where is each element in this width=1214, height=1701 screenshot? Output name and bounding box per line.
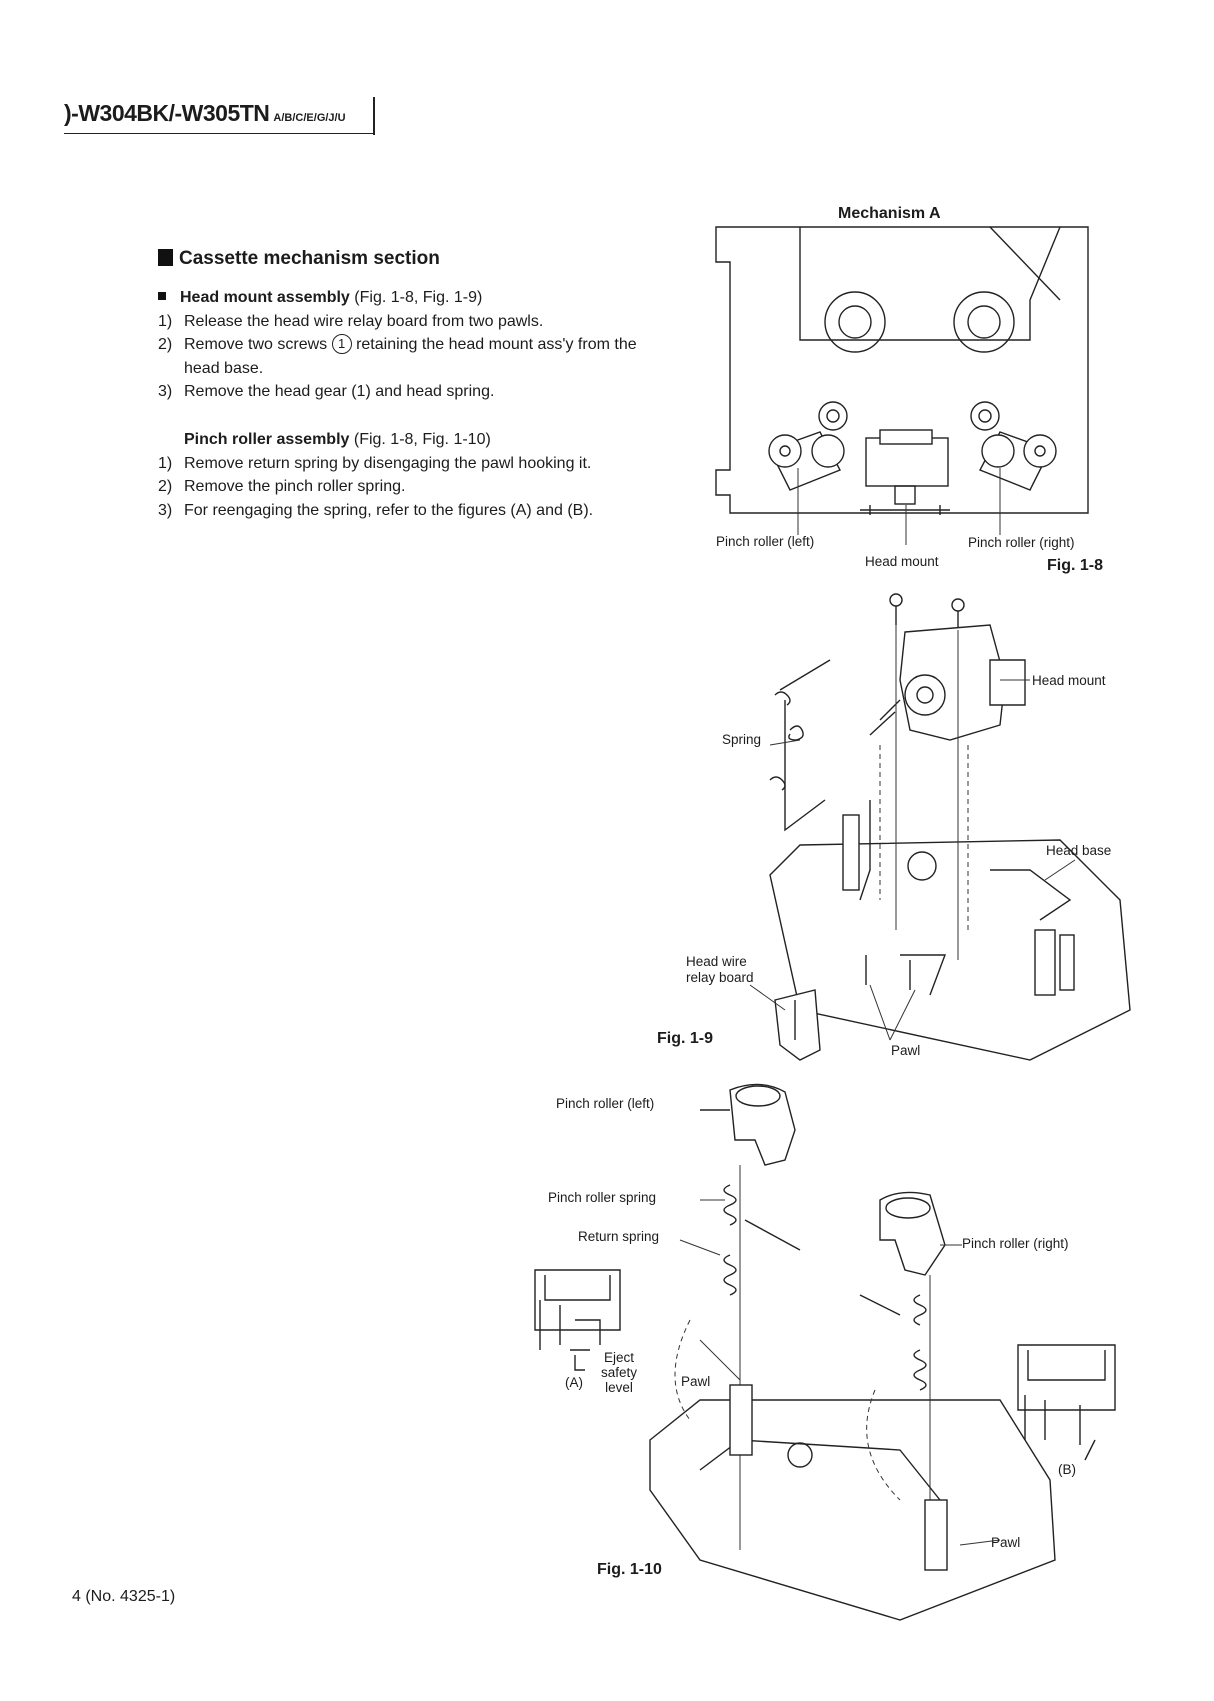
pinch-roller-instructions: Pinch roller assembly (Fig. 1-8, Fig. 1-… <box>158 428 648 522</box>
fig110-inset-a-label: (A) <box>565 1375 583 1390</box>
fig19-head-mount-label: Head mount <box>1032 673 1106 688</box>
fig110-pawl-left-label: Pawl <box>681 1374 711 1389</box>
header-rule-horizontal <box>64 133 375 134</box>
fig110-eject-label: Eject safety level <box>601 1350 638 1395</box>
fig19-spring-label: Spring <box>722 732 762 747</box>
bullet-icon <box>158 292 166 300</box>
fig110-caption: Fig. 1-10 <box>597 1561 662 1578</box>
fig110-pinch-roller-left-label: Pinch roller (left) <box>556 1096 655 1111</box>
list-item: 2)Remove two screws 1 retaining the head… <box>158 334 637 377</box>
model-suffix: A/B/C/E/G/J/U <box>273 112 346 124</box>
fig18-caption: Fig. 1-8 <box>1047 557 1104 574</box>
fig110-inset-b-label: (B) <box>1058 1462 1076 1477</box>
head-mount-heading: Head mount assembly (Fig. 1-8, Fig. 1-9) <box>158 286 648 310</box>
fig19-pawl-label: Pawl <box>891 1043 921 1058</box>
list-item: 2)Remove the pinch roller spring. <box>158 478 406 496</box>
section-title: Cassette mechanism section <box>158 248 440 270</box>
list-item: 1)Remove return spring by disengaging th… <box>158 454 592 472</box>
fig18-head-mount-label: Head mount <box>865 554 939 569</box>
fig19-head-base-label: Head base <box>1046 843 1112 858</box>
fig110-pawl-right-label: Pawl <box>991 1535 1021 1550</box>
fig110-pinch-roller-right-label: Pinch roller (right) <box>962 1236 1069 1251</box>
pinch-roller-steps: 1)Remove return spring by disengaging th… <box>158 452 648 523</box>
fig18-pinch-roller-right-label: Pinch roller (right) <box>968 535 1075 550</box>
fig19-relay-board-label: Head wire relay board <box>686 954 754 985</box>
pinch-roller-heading: Pinch roller assembly (Fig. 1-8, Fig. 1-… <box>184 431 491 448</box>
fig110-pinch-roller-spring-label: Pinch roller spring <box>548 1190 657 1205</box>
list-item: 3)For reengaging the spring, refer to th… <box>158 501 594 519</box>
fig18-title: Mechanism A <box>838 205 941 222</box>
fig19-caption: Fig. 1-9 <box>657 1030 714 1047</box>
head-mount-steps: 1)Release the head wire relay board from… <box>158 310 648 404</box>
section-square-icon <box>158 249 173 266</box>
fig110-return-spring-label: Return spring <box>578 1229 660 1244</box>
header-rule-vertical <box>373 97 375 135</box>
circled-number: 1 <box>331 334 352 355</box>
head-mount-instructions: Head mount assembly (Fig. 1-8, Fig. 1-9)… <box>158 286 648 404</box>
model-name: )-W304BK/-W305TN <box>64 100 270 126</box>
fig18-pinch-roller-left-label: Pinch roller (left) <box>716 534 815 549</box>
list-item: 1)Release the head wire relay board from… <box>158 312 544 330</box>
list-item: 3)Remove the head gear (1) and head spri… <box>158 383 495 401</box>
page-number: 4 (No. 4325-1) <box>72 1588 176 1605</box>
